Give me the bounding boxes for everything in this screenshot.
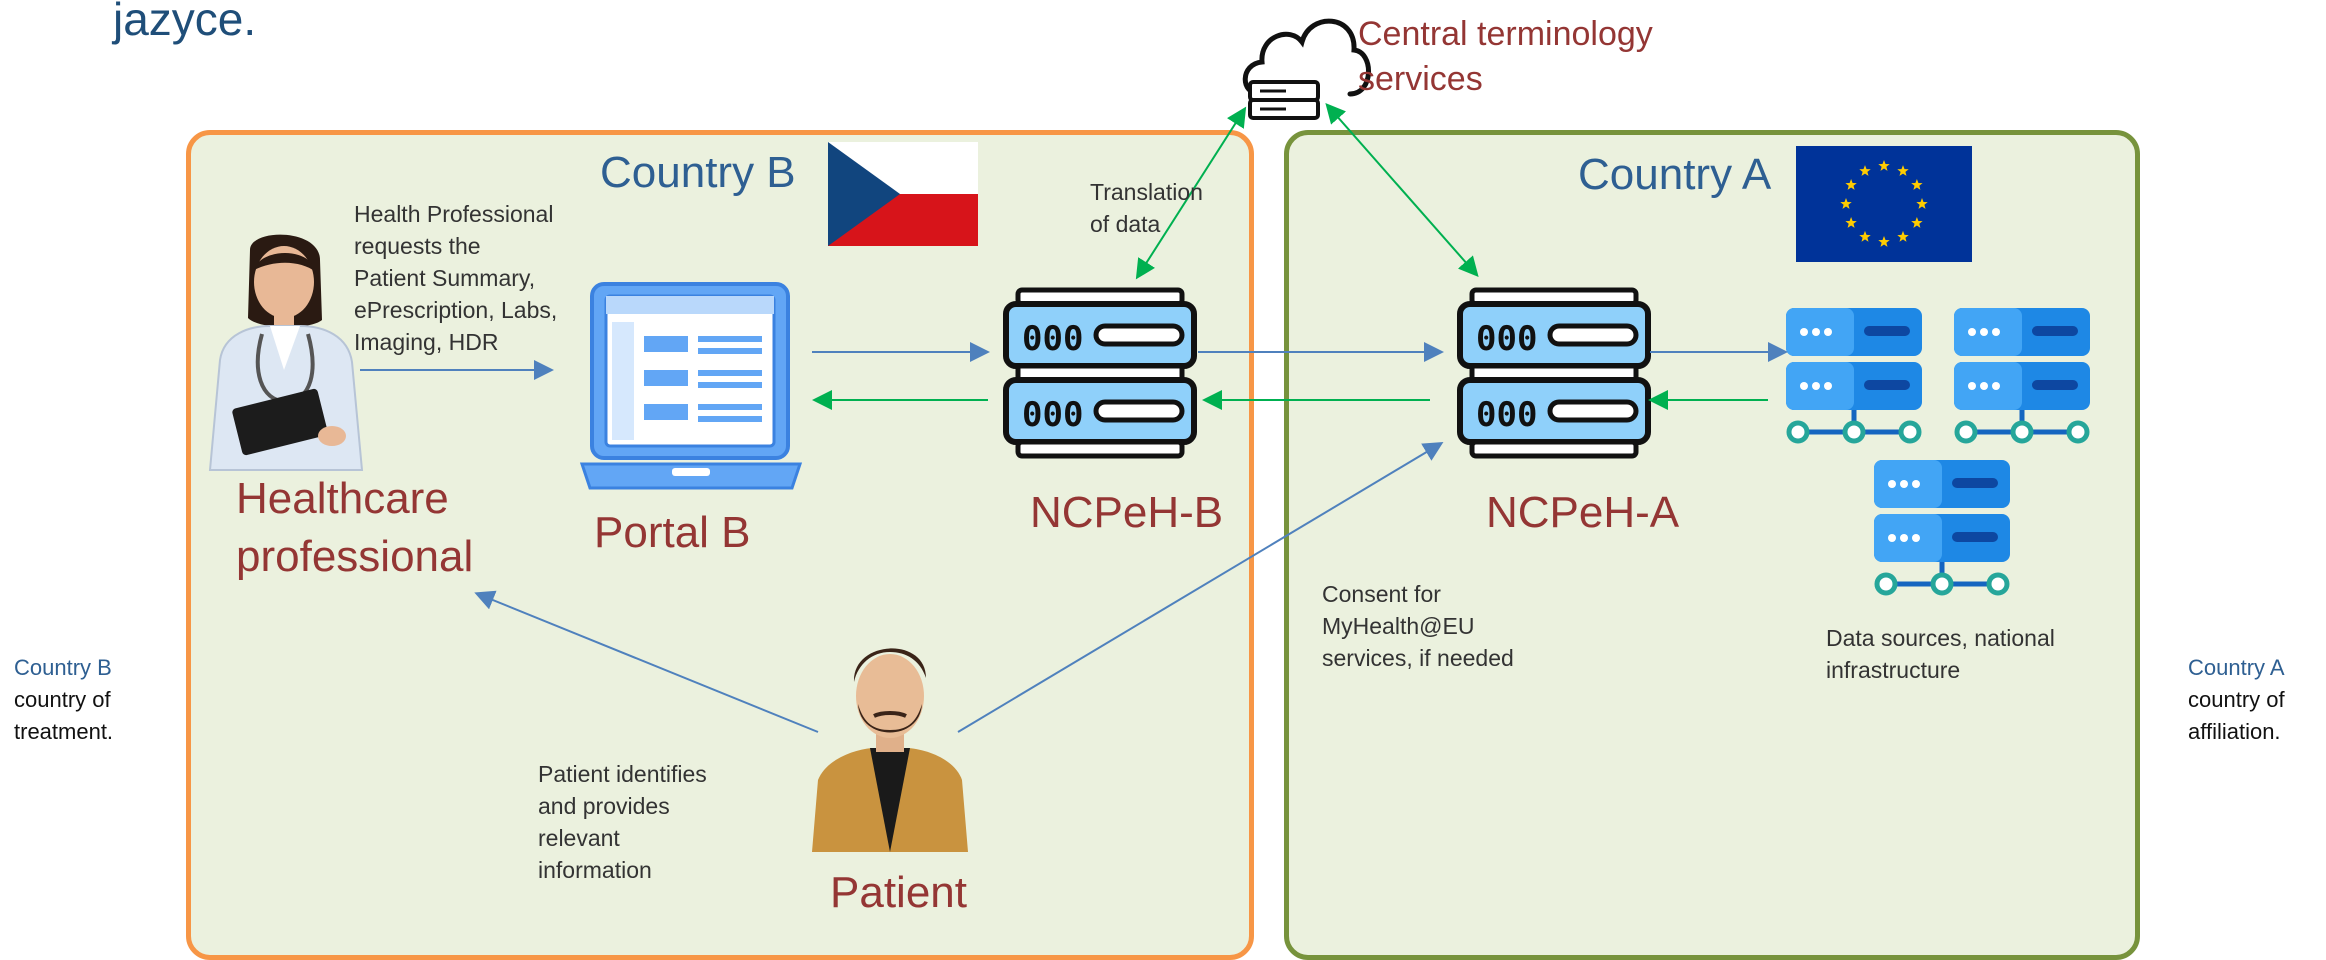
eu-star-icon — [1840, 198, 1852, 209]
translation-line: of data — [1090, 211, 1161, 237]
hp-request-line: ePrescription, Labs, — [354, 297, 558, 323]
data-sources-line: Data sources, national — [1826, 625, 2055, 651]
eu-star-icon — [1897, 165, 1909, 176]
svg-text:000: 000 — [1476, 395, 1537, 435]
country-a-title: Country A — [1578, 150, 1772, 199]
eu-star-icon — [1878, 160, 1890, 171]
consent-line: services, if needed — [1322, 645, 1514, 671]
ncpeh-b-label: NCPeH-B — [1030, 488, 1224, 537]
data-source-server-icon — [1954, 308, 2090, 444]
hp-request-line: Health Professional — [354, 201, 554, 227]
side-note-left-line: country of — [14, 687, 111, 712]
ncpeh-b-server-icon: 000 000 — [1003, 287, 1197, 459]
patient-label: Patient — [830, 868, 967, 917]
laptop-portal-icon — [579, 282, 803, 490]
cloud-label-line1: Central terminology — [1358, 15, 1653, 53]
translation-line: Translation — [1090, 179, 1203, 205]
eu-star-icon — [1878, 236, 1890, 247]
czech-flag-icon — [828, 142, 978, 246]
arrow-patient-to-hp — [474, 590, 819, 733]
side-note-left-line: treatment. — [14, 719, 114, 744]
data-source-server-icon — [1786, 308, 1922, 444]
portal-b-label: Portal B — [594, 508, 751, 557]
eu-star-icon — [1845, 217, 1857, 228]
arrow-cloud-ncpeh-a — [1325, 102, 1479, 278]
hp-request-line: requests the — [354, 233, 481, 259]
svg-text:000: 000 — [1022, 395, 1083, 435]
patient-text-line: Patient identifies — [538, 761, 707, 787]
eu-star-icon — [1897, 230, 1909, 242]
eu-star-icon — [1845, 179, 1857, 190]
arrow-patient-to-ncpeh-a — [957, 441, 1444, 733]
arrows-layer — [360, 102, 1788, 733]
side-note-right-line: affiliation. — [2188, 719, 2281, 744]
side-note-right-title: Country A — [2188, 655, 2285, 680]
svg-text:000: 000 — [1476, 319, 1537, 359]
eu-star-icon — [1859, 230, 1871, 242]
eu-star-icon — [1859, 165, 1871, 176]
country-b-title: Country B — [600, 148, 796, 197]
patient-text-line: information — [538, 857, 652, 883]
cloud-server-icon — [1242, 18, 1371, 120]
eu-star-icon — [1911, 179, 1923, 190]
svg-text:000: 000 — [1022, 319, 1083, 359]
data-sources-line: infrastructure — [1826, 657, 1961, 683]
side-note-right-line: country of — [2188, 687, 2285, 712]
side-note-right: Country A country of affiliation. — [2188, 652, 2285, 748]
patient-text-line: and provides — [538, 793, 670, 819]
side-note-left: Country B country of treatment. — [14, 652, 113, 748]
data-source-server-icon — [1874, 460, 2010, 596]
patient-icon — [812, 648, 968, 852]
data-sources-text: Data sources, national infrastructure — [1826, 622, 2055, 686]
translation-text: Translation of data — [1090, 176, 1203, 240]
eu-flag-icon — [1796, 146, 1972, 262]
side-note-left-title: Country B — [14, 655, 112, 680]
hp-request-text: Health Professional requests the Patient… — [354, 198, 557, 358]
doctor-icon — [208, 234, 364, 471]
consent-line: MyHealth@EU — [1322, 613, 1475, 639]
hp-request-line: Patient Summary, — [354, 265, 536, 291]
title-fragment: jazyce. — [113, 0, 257, 45]
consent-text: Consent for MyHealth@EU services, if nee… — [1322, 578, 1514, 674]
healthcare-professional-label: Healthcare professional — [236, 470, 473, 586]
cloud-label: Central terminology services — [1358, 12, 1653, 102]
ncpeh-a-label: NCPeH-A — [1486, 488, 1680, 537]
patient-identifies-text: Patient identifies and provides relevant… — [538, 758, 707, 886]
ncpeh-a-server-icon: 000 000 — [1457, 287, 1651, 459]
consent-line: Consent for — [1322, 581, 1441, 607]
patient-text-line: relevant — [538, 825, 620, 851]
eu-star-icon — [1916, 198, 1928, 209]
eu-star-icon — [1911, 217, 1923, 228]
healthcare-label-line: professional — [236, 532, 474, 581]
hp-request-line: Imaging, HDR — [354, 329, 499, 355]
country-b-box — [186, 130, 1254, 960]
arrow-cloud-ncpeh-b — [1135, 106, 1247, 280]
cloud-label-line2: services — [1358, 60, 1483, 98]
healthcare-label-line: Healthcare — [236, 474, 449, 523]
